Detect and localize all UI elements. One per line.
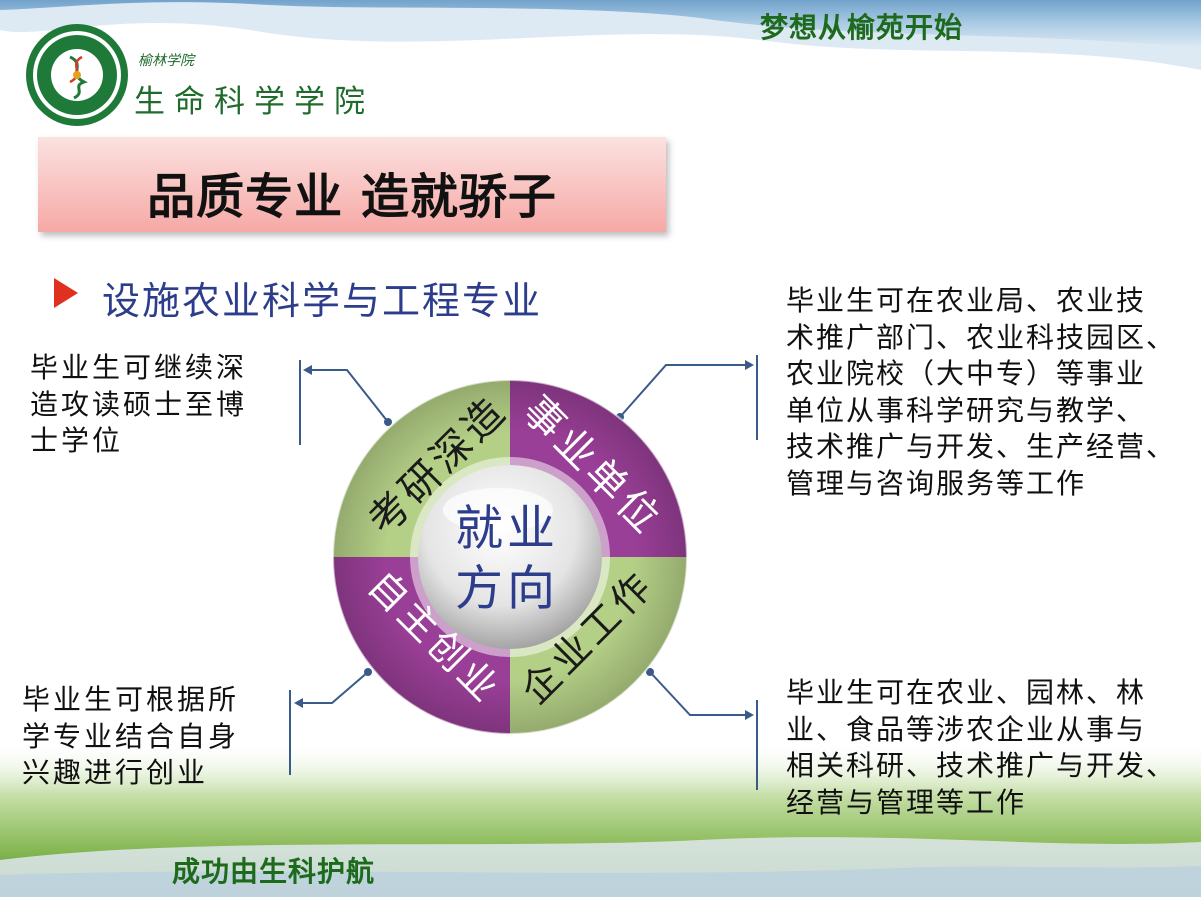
description-line: 造攻读硕士至博 — [30, 387, 248, 421]
description-line: 学专业结合自身 — [22, 719, 240, 753]
description-entrepreneurship: 毕业生可根据所 学专业结合自身 兴趣进行创业 — [22, 682, 272, 792]
description-line: 士学位 — [30, 424, 124, 457]
arrow-bullet-icon — [54, 278, 78, 308]
logo-college-name: 生命科学学院 — [134, 84, 374, 120]
description-line: 管理与咨询服务等工作 — [786, 466, 1087, 500]
connector-lines — [289, 355, 758, 790]
description-line: 农业院校（大中专）等事业 — [786, 357, 1147, 390]
description-public-institutions: 毕业生可在农业局、农业技 术推广部门、农业科技园区、 农业院校（大中专）等事业 … — [786, 283, 1201, 502]
major-heading: 设施农业科学与工程专业 — [102, 279, 543, 323]
bottom-slogan: 成功由生科护航 — [172, 855, 376, 888]
title-banner: 品质专业 造就骄子 — [38, 137, 666, 232]
top-slogan: 梦想从榆苑开始 — [760, 11, 964, 44]
description-line: 毕业生可在农业、园林、林 — [786, 676, 1147, 709]
description-line: 业、食品等涉农企业从事与 — [786, 712, 1147, 746]
description-further-study: 毕业生可继续深 造攻读硕士至博 士学位 — [30, 350, 280, 460]
description-line: 术推广部门、农业科技园区、 — [786, 320, 1177, 354]
description-line: 毕业生可在农业局、农业技 — [786, 284, 1147, 317]
description-line: 毕业生可继续深 — [30, 351, 248, 384]
description-line: 兴趣进行创业 — [22, 756, 209, 789]
page-title: 品质专业 造就骄子 — [147, 169, 557, 225]
description-line: 技术推广与开发、生产经营、 — [786, 430, 1177, 463]
description-line: 毕业生可根据所 — [22, 683, 240, 716]
center-label-line1: 就业 — [455, 501, 559, 557]
description-line: 经营与管理等工作 — [786, 785, 1027, 819]
description-line: 相关科研、技术推广与开发、 — [786, 749, 1177, 782]
college-logo-emblem — [26, 24, 128, 126]
center-label-line2: 方向 — [455, 561, 559, 617]
logo-university-name: 榆林学院 — [138, 53, 194, 69]
description-enterprise-work: 毕业生可在农业、园林、林 业、食品等涉农企业从事与 相关科研、技术推广与开发、 … — [786, 675, 1201, 821]
description-line: 单位从事科学研究与教学、 — [786, 393, 1147, 427]
